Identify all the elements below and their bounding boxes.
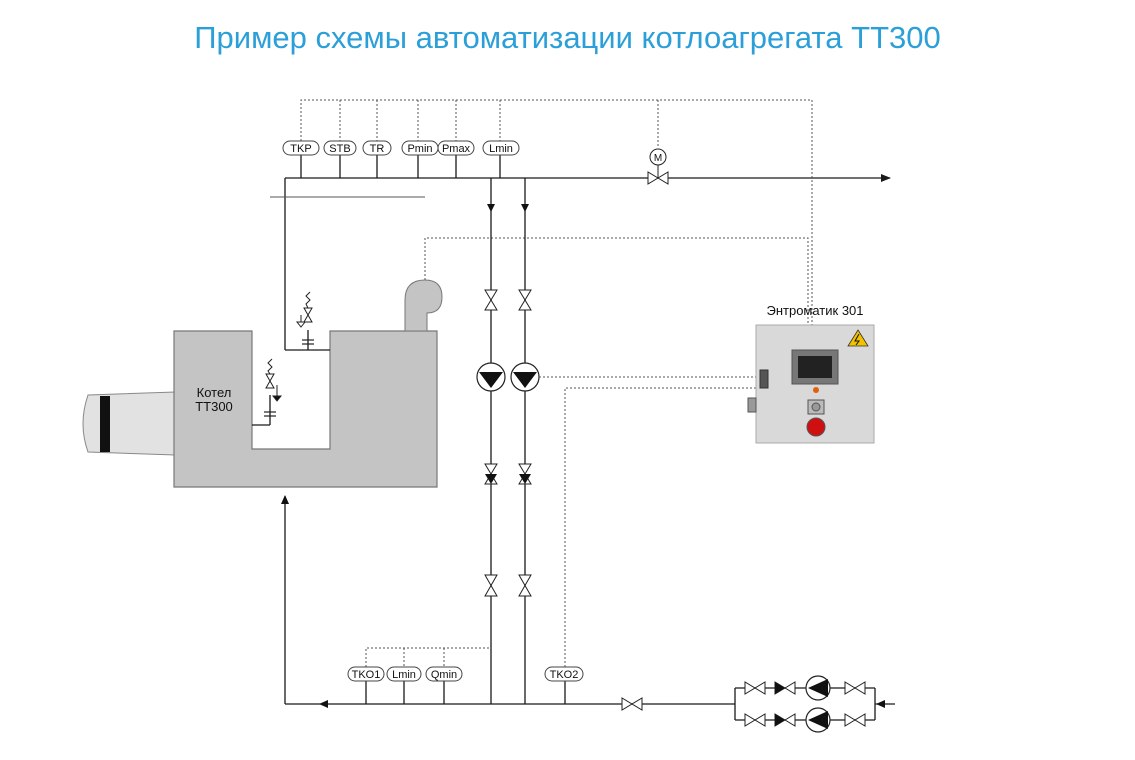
boiler-label-line2: ТТ300 — [195, 399, 233, 414]
burner — [82, 391, 176, 456]
sensor-pmin: Pmin — [401, 140, 439, 156]
motor-label: M — [654, 153, 662, 164]
safety-valve-bottom — [252, 358, 283, 426]
controller-display — [798, 356, 832, 378]
sensor-stb: STB — [323, 140, 357, 156]
controller-connector — [759, 369, 769, 389]
controller-entromatic: Энтроматик 301 — [747, 303, 875, 444]
sensor-tko2: TKO2 — [544, 666, 584, 682]
sensor-lmin-top: Lmin — [482, 140, 520, 156]
sensor-pmax: Pmax — [437, 140, 475, 156]
boiler-label-line1: Котел — [197, 385, 232, 400]
warning-icon — [847, 329, 869, 347]
pump-right — [510, 362, 540, 392]
sensor-tr-label: TR — [370, 143, 385, 155]
check-valve-pair — [484, 463, 532, 485]
sensor-lmin-top-label: Lmin — [489, 143, 513, 155]
motorized-valve: M — [647, 148, 669, 185]
status-led — [813, 387, 819, 393]
sensor-tko1-label: TKO1 — [352, 669, 381, 681]
controller-name: Энтроматик 301 — [766, 303, 863, 318]
flue-fan — [404, 279, 443, 332]
sensor-lmin-bottom: Lmin — [386, 666, 422, 682]
controller-side-knob — [747, 397, 757, 413]
safety-valve-top — [284, 291, 330, 351]
sensor-tko2-label: TKO2 — [550, 669, 579, 681]
sensor-tko1: TKO1 — [347, 666, 385, 682]
sensor-tkp-label: TKP — [290, 143, 311, 155]
boiler: Котел ТТ300 — [173, 330, 438, 488]
sensor-qmin: Qmin — [425, 666, 463, 682]
sensor-stb-label: STB — [329, 143, 350, 155]
sensor-lmin-bottom-label: Lmin — [392, 669, 416, 681]
valve-pair-lower — [484, 574, 532, 597]
sensor-pmin-label: Pmin — [407, 143, 432, 155]
valve-pair-upper — [484, 289, 532, 311]
sensor-tkp: TKP — [282, 140, 320, 156]
diagram-title: Пример схемы автоматизации котлоагрегата… — [194, 20, 941, 55]
sensor-qmin-label: Qmin — [431, 669, 457, 681]
stop-button[interactable] — [806, 417, 826, 437]
return-pump-group — [734, 675, 895, 733]
sensor-tr: TR — [362, 140, 392, 156]
sensor-pmax-label: Pmax — [442, 143, 471, 155]
pump-left — [476, 362, 506, 392]
